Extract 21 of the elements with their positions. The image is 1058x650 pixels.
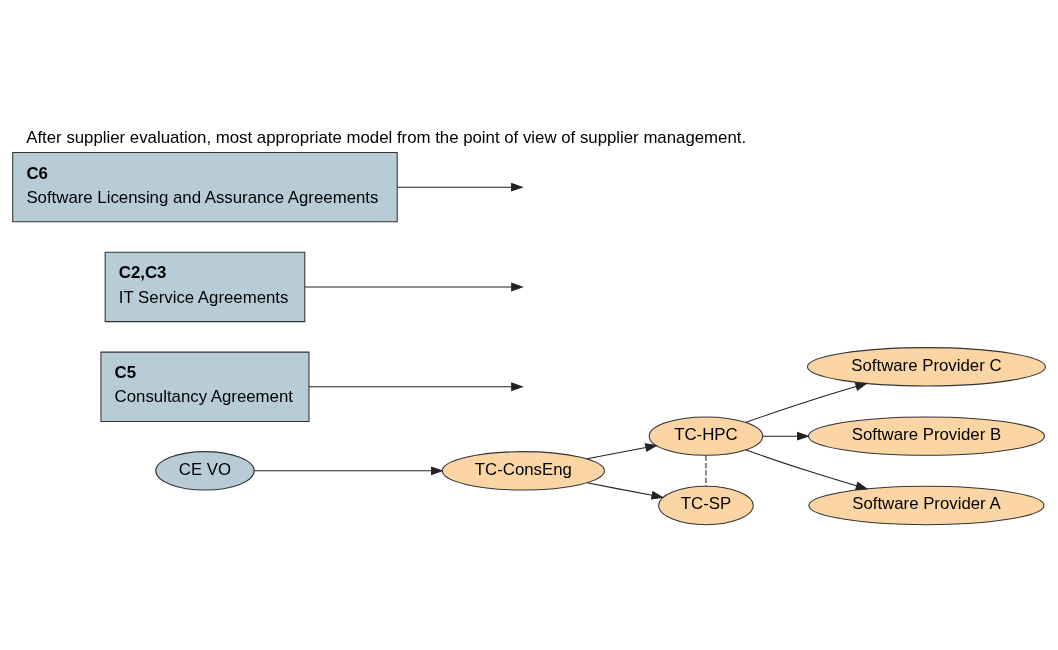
arrow [253,466,444,476]
arrow [308,382,524,392]
node-ellipse: TC-ConsEng [441,451,605,491]
arrow [745,449,869,490]
node-ellipse: CE VO [155,451,255,491]
node-box: C2,C3 IT Service Agreements [104,251,306,323]
connector [705,455,707,487]
node-ellipse: Software Provider B [807,416,1045,456]
node-ellipse: TC-HPC [648,416,764,456]
node-ellipse: Software Provider C [806,347,1046,387]
node-box: C6 Software Licensing and Assurance Agreements [12,152,398,223]
arrow [762,431,810,441]
arrow [304,282,524,292]
arrow [586,443,658,460]
diagram-title: After supplier evaluation, most appropriate model from the point of view of supplier management. [26,127,747,147]
arrow [586,482,665,500]
node-box: C5 Consultancy Agreement [100,351,310,422]
node-ellipse: TC-SP [658,485,754,526]
node-ellipse: Software Provider A [808,485,1045,526]
arrow [396,182,524,192]
arrow [745,382,868,423]
